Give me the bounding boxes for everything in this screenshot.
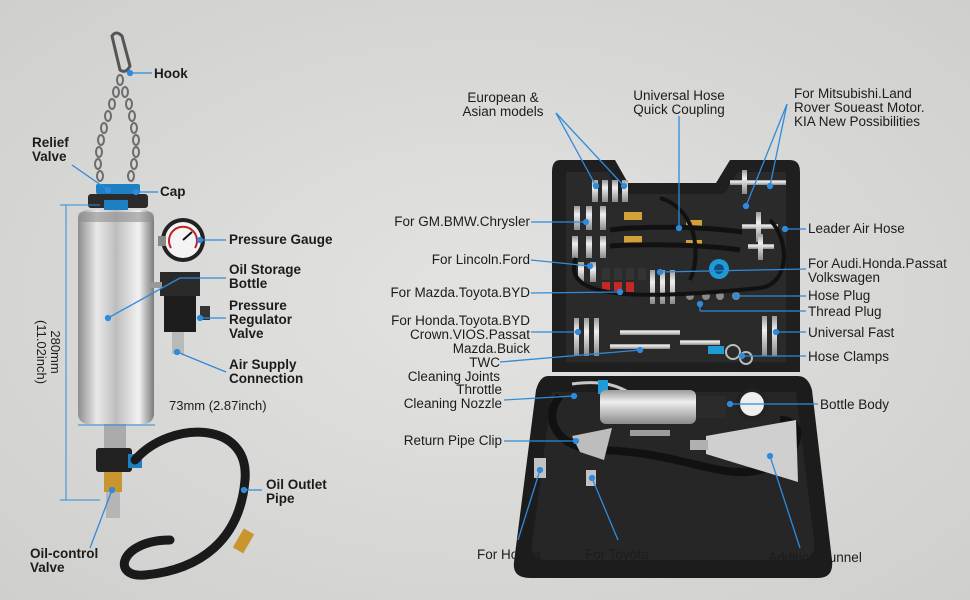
tool-case bbox=[513, 160, 833, 578]
label-air-supply-connection: Air Supply Connection bbox=[229, 357, 304, 386]
chain bbox=[94, 74, 140, 182]
label-for-honda: For Honda bbox=[477, 547, 541, 562]
oil-outlet-pipe bbox=[119, 427, 250, 580]
label-mitsubishi: For Mitsubishi.Land Rover Soueast Motor.… bbox=[794, 86, 925, 129]
label-hose-clamps: Hose Clamps bbox=[808, 349, 890, 364]
label-for-toyota: For Toyota bbox=[585, 547, 649, 562]
label-oil-storage-bottle: Oil Storage Bottle bbox=[229, 262, 302, 291]
label-throttle: Throttle Cleaning Nozzle bbox=[403, 382, 502, 411]
bottle-body bbox=[600, 390, 696, 424]
fittings bbox=[572, 170, 786, 365]
pressure-regulator-valve bbox=[160, 272, 200, 296]
addition-funnel bbox=[706, 420, 798, 482]
label-relief-valve: Relief Valve bbox=[32, 135, 69, 164]
hook-carabiner bbox=[110, 31, 132, 73]
oil-control-valve bbox=[96, 448, 132, 472]
label-audi-honda: For Audi.Honda.Passat Volkswagen bbox=[808, 256, 947, 285]
label-gm-bmw: For GM.BMW.Chrysler bbox=[394, 214, 530, 229]
label-lincoln-ford: For Lincoln.Ford bbox=[431, 252, 530, 267]
dimension-lines bbox=[60, 204, 155, 501]
label-mazda-toyota: For Mazda.Toyota.BYD bbox=[390, 285, 530, 300]
dimension-height: 280mm (11.02inch) bbox=[34, 320, 63, 385]
label-return-pipe-clip: Return Pipe Clip bbox=[403, 433, 502, 448]
label-hook: Hook bbox=[154, 66, 188, 81]
label-oil-control-valve: Oil-control Valve bbox=[30, 546, 99, 575]
oil-storage-bottle bbox=[78, 210, 154, 424]
return-pipe-clip bbox=[572, 428, 612, 460]
label-pressure-regulator-valve: Pressure Regulator Valve bbox=[229, 298, 293, 341]
label-leader-air-hose: Leader Air Hose bbox=[808, 221, 905, 236]
cleaner-bottle-assembly bbox=[78, 31, 255, 580]
dimension-width: 73mm (2.87inch) bbox=[169, 398, 267, 413]
label-oil-outlet-pipe: Oil Outlet Pipe bbox=[266, 477, 327, 506]
left-leader-lines bbox=[71, 69, 262, 549]
label-thread-plug: Thread Plug bbox=[808, 304, 882, 319]
case-base-items bbox=[534, 380, 802, 486]
label-universal-hose: Universal Hose Quick Coupling bbox=[633, 88, 725, 117]
label-cap: Cap bbox=[160, 184, 186, 199]
label-european-asian: European & Asian models bbox=[462, 90, 544, 119]
label-universal-fast: Universal Fast bbox=[808, 325, 895, 340]
label-twc: TWC Cleaning Joints bbox=[407, 355, 500, 384]
label-addition-funnel: Addition Funnel bbox=[768, 550, 862, 565]
label-bottle-body: Bottle Body bbox=[820, 397, 890, 412]
label-pressure-gauge: Pressure Gauge bbox=[229, 232, 333, 247]
right-leader-lines bbox=[499, 103, 818, 549]
label-hose-plug: Hose Plug bbox=[808, 288, 871, 303]
label-honda-toyota: For Honda.Toyota.BYD Crown.VIOS.Passat M… bbox=[391, 313, 530, 356]
